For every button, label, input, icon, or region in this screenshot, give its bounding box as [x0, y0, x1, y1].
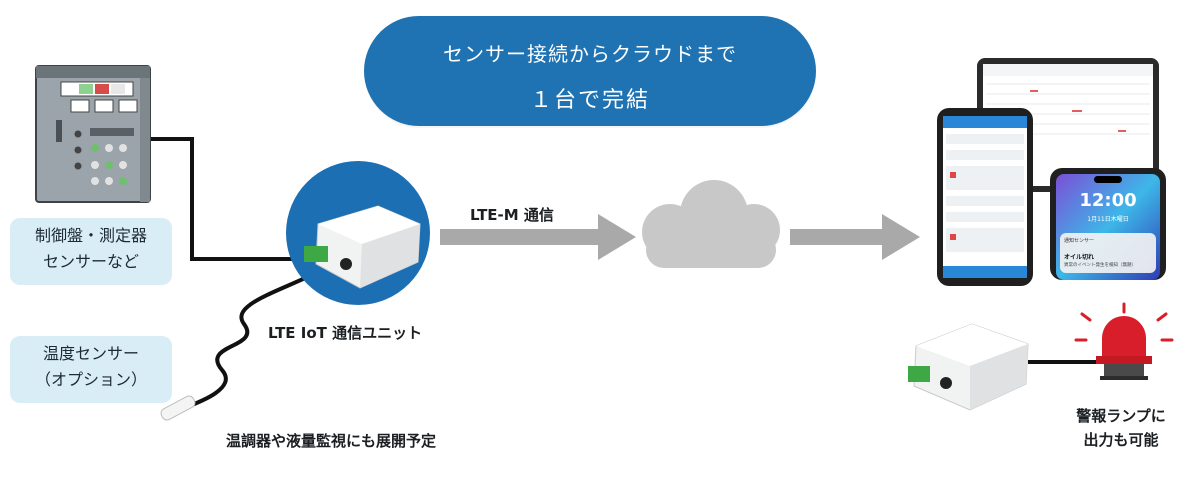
arrow-to-cloud — [440, 214, 636, 260]
lock-time: 12:00 — [1079, 190, 1137, 211]
sensor-cable — [182, 254, 346, 410]
panel-callout: 制御盤・測定器 センサーなど — [10, 218, 172, 285]
temp-sensor-callout: 温度センサー （オプション） — [10, 336, 172, 403]
lamp-caption-line1: 警報ランプに — [1076, 407, 1166, 425]
unit-caption: LTE IoT 通信ユニット — [268, 324, 423, 342]
hero-line1: センサー接続からクラウドまで — [443, 42, 737, 66]
panel-callout-line2: センサーなど — [42, 252, 139, 271]
phone-app-screen — [937, 108, 1033, 286]
panel-callout-line1: 制御盤・測定器 — [34, 226, 147, 245]
link-caption: LTE-M 通信 — [470, 206, 554, 224]
lte-unit-illustration — [286, 161, 430, 305]
warning-lamp-illustration — [1074, 302, 1174, 380]
arrow-to-devices — [790, 214, 920, 260]
lamp-caption: 警報ランプに 出力も可能 — [1060, 404, 1182, 452]
lock-date: 1月11日木曜日 — [1087, 216, 1129, 223]
temperature-probe-illustration — [160, 395, 196, 421]
notification-body: 異常のイベント発生を検知（無題） — [1064, 263, 1136, 268]
phone-lock-screen — [1050, 168, 1166, 280]
future-caption: 温調器や液量監視にも展開予定 — [226, 432, 437, 450]
hero-line2: １台で完結 — [529, 88, 650, 113]
temp-sensor-callout-line2: （オプション） — [34, 370, 147, 389]
notification-header: 通知センサー — [1064, 238, 1095, 244]
control-panel-illustration — [35, 65, 151, 203]
panel-cable — [150, 137, 300, 261]
hero-banner: センサー接続からクラウドまで １台で完結 — [364, 16, 816, 126]
lamp-caption-line2: 出力も可能 — [1083, 431, 1159, 449]
cloud-icon — [642, 180, 780, 268]
notification-title: オイル切れ — [1064, 254, 1095, 261]
temp-sensor-callout-line1: 温度センサー — [42, 344, 139, 363]
lte-unit-small-illustration — [908, 323, 1029, 411]
